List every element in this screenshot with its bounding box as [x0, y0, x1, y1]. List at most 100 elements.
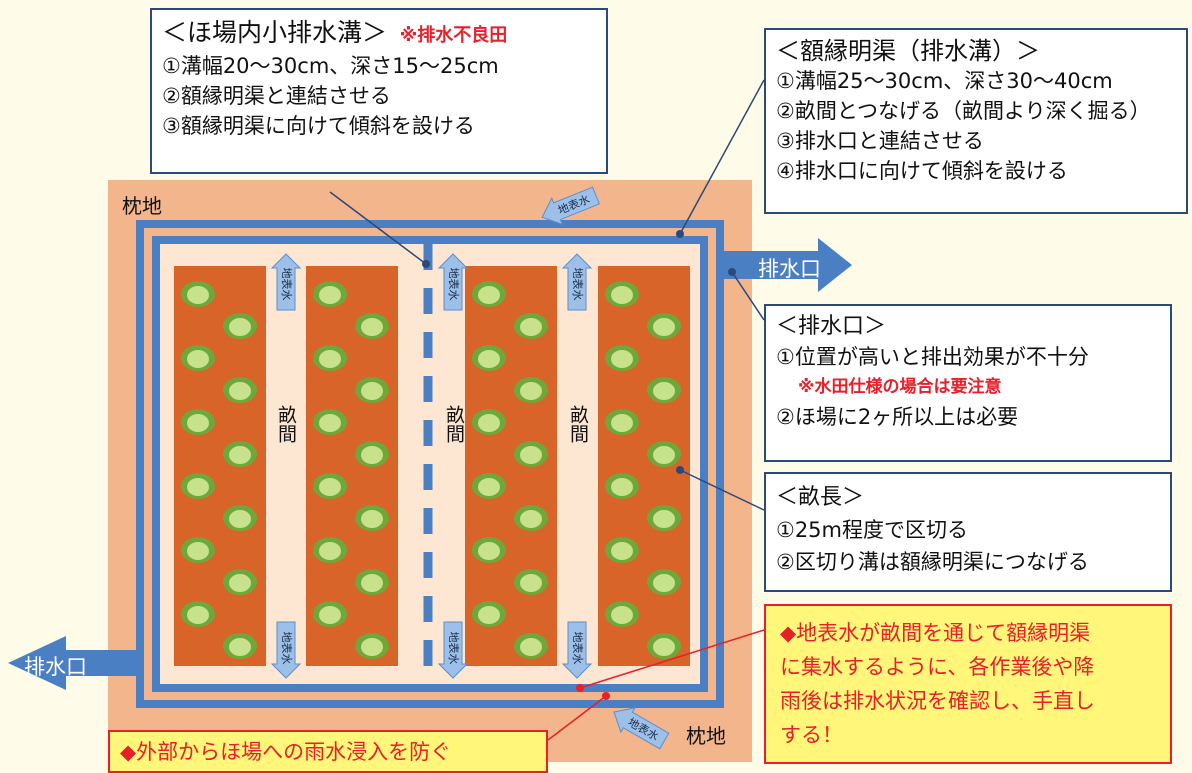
small-drain-title-row: ＜ほ場内小排水溝＞ ※排水不良田 [162, 18, 606, 51]
outlet-line-1: ①位置が高いと排出効果が不十分 [776, 345, 1089, 369]
frame-drain-line-1: ①溝幅25～30cm、深さ30～40cm [776, 69, 1113, 93]
leader-small-drain [329, 191, 427, 265]
outlet-title: ＜排水口＞ [776, 314, 887, 339]
cabbage-icon [647, 505, 681, 531]
cabbage-icon [472, 281, 506, 307]
frame-drain-middle [145, 229, 715, 699]
small-drain-line-3: ③額縁明渠に向けて傾斜を設ける [162, 114, 475, 138]
cabbage-icon [181, 601, 215, 627]
ridge-length-box: ＜畝長＞ ①25m程度で区切る ②区切り溝は額縁明渠につなげる [764, 472, 1172, 592]
surface-water-arrow-down-3: 地表水 [561, 621, 593, 679]
surface-water-arrow-down-2: 地表水 [437, 621, 469, 679]
cabbage-icon [355, 569, 389, 595]
rain-intrusion-note: ◆外部からほ場への雨水浸入を防ぐ [108, 730, 548, 773]
cabbage-icon [223, 313, 257, 339]
leader-dot-ridge-length [676, 466, 684, 474]
cabbage-icon [355, 505, 389, 531]
cabbage-icon [313, 601, 347, 627]
cabbage-icon [605, 537, 639, 563]
cabbage-icon [355, 633, 389, 659]
outlet-box: ＜排水口＞ ①位置が高いと排出効果が不十分 ※水田仕様の場合は要注意 ②ほ場に2… [764, 304, 1172, 462]
cabbage-icon [472, 345, 506, 371]
cabbage-icon [514, 569, 548, 595]
frame-drain-title: ＜額縁明渠（排水溝）＞ [776, 37, 1040, 65]
cabbage-icon [223, 569, 257, 595]
cabbage-icon [647, 633, 681, 659]
cabbage-icon [181, 473, 215, 499]
leader-frame-drain [679, 79, 765, 235]
check-note-line-1: ◆地表水が畝間を通じて額縁明渠 [780, 621, 1091, 645]
cabbage-icon [313, 537, 347, 563]
surface-water-label: 地表水 [280, 268, 294, 301]
leader-dot-outlet [728, 268, 736, 276]
check-note-line-2: に集水するように、各作業後や降 [780, 655, 1095, 679]
cabbage-icon [223, 633, 257, 659]
surface-water-label: 地表水 [571, 632, 585, 665]
cabbage-icon [472, 537, 506, 563]
cabbage-icon [605, 473, 639, 499]
cabbage-icon [605, 281, 639, 307]
cabbage-icon [181, 281, 215, 307]
ridge-length-line-1: ①25m程度で区切る [776, 518, 969, 542]
small-drain-title: ＜ほ場内小排水溝＞ [162, 18, 388, 47]
cabbage-icon [472, 601, 506, 627]
frame-drain-inner [152, 236, 708, 692]
cabbage-icon [313, 473, 347, 499]
leader-dot-check-note [576, 684, 584, 692]
surface-water-arrow-up-3: 地表水 [561, 253, 593, 311]
cabbage-icon [472, 473, 506, 499]
cabbage-icon [355, 377, 389, 403]
rain-note-text: ◆外部からほ場への雨水浸入を防ぐ [120, 740, 452, 764]
cabbage-icon [647, 377, 681, 403]
leader-check-note [579, 629, 765, 689]
check-drainage-note: ◆地表水が畝間を通じて額縁明渠 に集水するように、各作業後や降 雨後は排水状況を… [764, 604, 1172, 764]
small-drain-note: ※排水不良田 [399, 25, 508, 46]
cabbage-icon [514, 377, 548, 403]
cabbage-icon [355, 313, 389, 339]
leader-ridge-length [679, 469, 765, 511]
cabbage-icon [647, 313, 681, 339]
leader-dot-small-drain [422, 260, 430, 268]
frame-drain-line-4: ④排水口に向けて傾斜を設ける [776, 159, 1068, 183]
frame-drain-line-2: ②畝間とつなげる（畝間より深く掘る） [776, 99, 1151, 123]
cabbage-icon [181, 409, 215, 435]
cabbage-icon [605, 409, 639, 435]
cabbage-icon [647, 441, 681, 467]
cabbage-icon [223, 377, 257, 403]
frame-drain-outer [136, 220, 724, 708]
cabbage-icon [605, 601, 639, 627]
small-drain-box: ＜ほ場内小排水溝＞ ※排水不良田 ①溝幅20～30cm、深さ15～25cm ②額… [150, 8, 608, 174]
outlet-left-label: 排水口 [24, 655, 87, 679]
cabbage-icon [223, 441, 257, 467]
cabbage-icon [313, 281, 347, 307]
furrow-label-3: 畝間 [567, 405, 589, 443]
leader-dot-frame-drain [676, 230, 684, 238]
cabbage-icon [355, 441, 389, 467]
furrow-label-1: 畝間 [275, 405, 297, 443]
cabbage-icon [313, 409, 347, 435]
small-drain-line-1: ①溝幅20～30cm、深さ15～25cm [162, 54, 499, 78]
ridge-length-line-2: ②区切り溝は額縁明渠につなげる [776, 550, 1089, 574]
cabbage-icon [514, 441, 548, 467]
frame-drain-line-3: ③排水口と連結させる [776, 129, 984, 153]
ridge-length-title: ＜畝長＞ [776, 485, 865, 510]
leader-dot-rain-note [602, 692, 610, 700]
cabbage-icon [514, 633, 548, 659]
outlet-left-arrow [8, 636, 140, 690]
surface-water-label: 地表水 [447, 268, 461, 301]
small-drain-line-2: ②額縁明渠と連結させる [162, 84, 391, 108]
cabbage-icon [514, 313, 548, 339]
frame-drain-box: ＜額縁明渠（排水溝）＞ ①溝幅25～30cm、深さ30～40cm ②畝間とつなげ… [764, 28, 1188, 214]
outlet-right-label: 排水口 [758, 257, 821, 281]
check-note-line-3: 雨後は排水状況を確認し、手直し [780, 689, 1095, 713]
leader-outlet [731, 271, 765, 321]
cabbage-icon [223, 505, 257, 531]
cabbage-icon [181, 537, 215, 563]
cabbage-icon [181, 345, 215, 371]
cabbage-icon [313, 345, 347, 371]
furrow-label-2: 畝間 [443, 405, 465, 443]
outlet-right-arrow [724, 238, 852, 292]
surface-water-label: 地表水 [447, 632, 461, 665]
cabbage-icon [514, 505, 548, 531]
